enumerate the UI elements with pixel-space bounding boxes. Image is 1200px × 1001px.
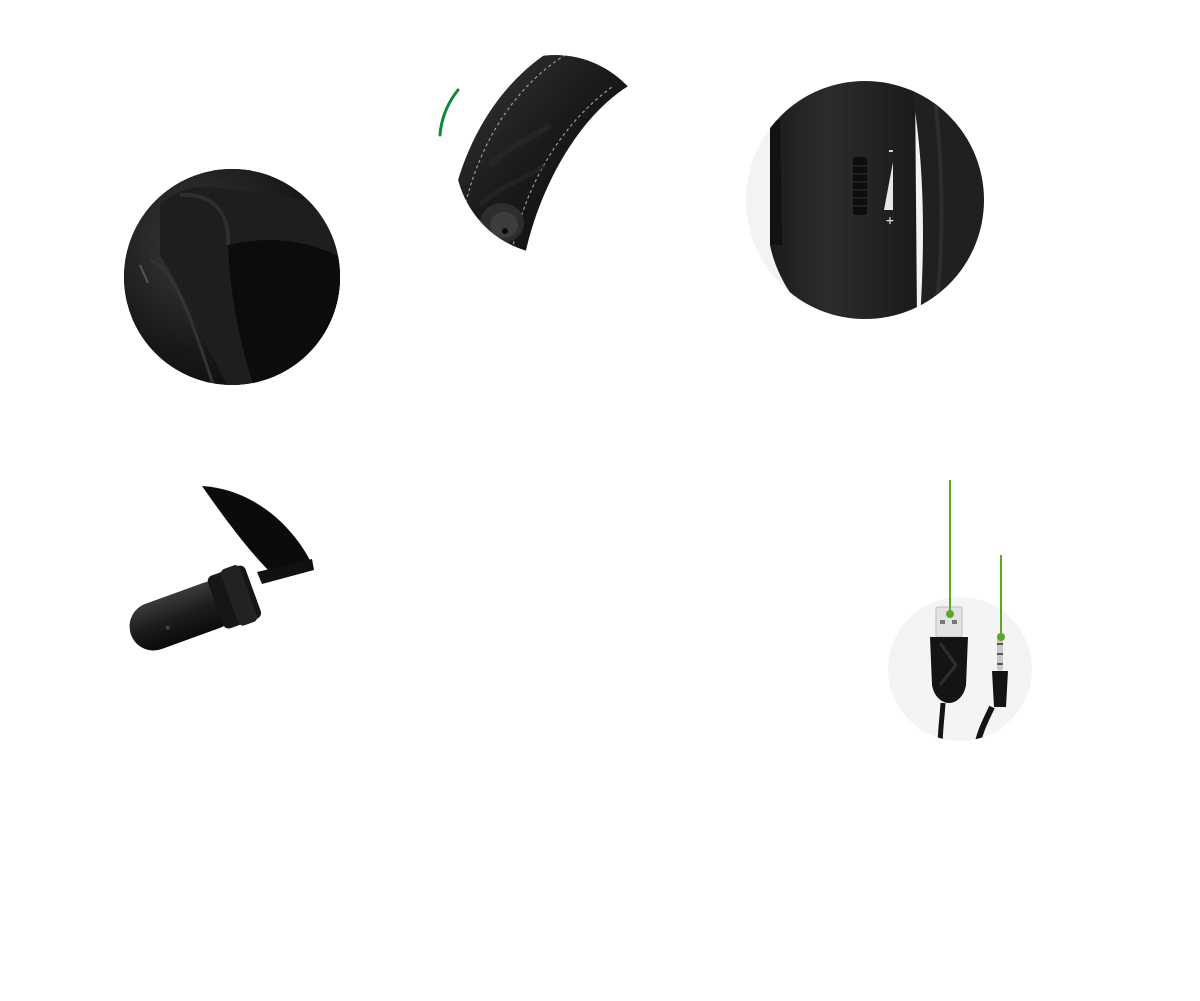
green-accent-arc (438, 88, 460, 137)
headband-detail (430, 45, 630, 255)
volume-control-detail: - + (745, 80, 985, 320)
ear-cushion-detail (120, 165, 345, 390)
leather-ear-cushion-icon (124, 169, 340, 385)
leather-headband-icon (438, 55, 630, 255)
connectors-detail (880, 475, 1040, 745)
volume-plus-label: + (885, 214, 894, 227)
volume-minus-label: - (888, 144, 893, 159)
volume-wheel (853, 157, 867, 215)
usb-and-audio-jack-icon (888, 480, 1032, 741)
usb-callout-dot (946, 610, 954, 618)
microphone-detail (122, 484, 317, 651)
jack-callout-dot (997, 633, 1005, 641)
volume-wheel-icon: - + (746, 81, 984, 319)
volume-level-indicator (884, 162, 893, 210)
boom-microphone-icon (129, 486, 314, 651)
